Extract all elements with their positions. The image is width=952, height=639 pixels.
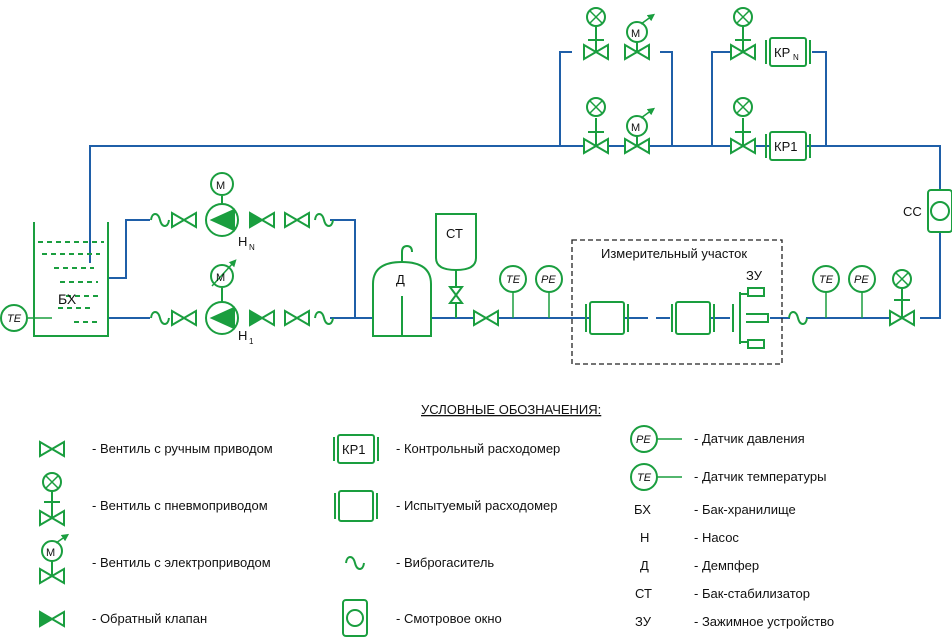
legend-abbr-damper-symbol: Д <box>640 558 649 573</box>
legend-vibration-damper: - Виброгаситель <box>345 555 494 570</box>
legend-manual-valve: - Вентиль с ручным приводом <box>39 441 273 457</box>
return-temperature-sensor-label: TE <box>819 274 834 286</box>
damper-label: Д <box>396 272 405 287</box>
electric-valve-motor-bottom: M <box>631 122 640 134</box>
electric-valve-branch-top: M <box>583 7 656 60</box>
main-pressure-sensor-label: PE <box>541 274 556 286</box>
legend-abbr-clamp-symbol: ЗУ <box>635 614 652 629</box>
legend-control-flowmeter-symbol: КР1 <box>342 442 365 457</box>
legend-tested-flowmeter-text: - Испытуемый расходомер <box>396 498 557 513</box>
stabilizer-label: СТ <box>446 226 463 241</box>
legend-abbr-tank: БХ - Бак-хранилище <box>634 502 796 517</box>
control-flowmeter-1-label: КР1 <box>774 139 797 154</box>
legend-abbr-damper-text: - Демпфер <box>694 558 759 573</box>
electric-valve-branch-bottom: M <box>583 97 656 154</box>
legend-abbr-pump: Н - Насос <box>640 530 739 545</box>
measuring-section: Измерительный участок ЗУ <box>571 239 783 365</box>
legend-tested-flowmeter: - Испытуемый расходомер <box>334 490 557 522</box>
clamp-label: ЗУ <box>746 268 763 283</box>
tank-temperature-sensor-label: TE <box>7 313 22 325</box>
legend-temperature-sensor: TE - Датчик температуры <box>630 463 826 491</box>
stabilizer-tank: СТ <box>435 213 477 318</box>
legend-abbr-pump-text: - Насос <box>694 530 739 545</box>
control-flowmeter-branch-n: КР N <box>730 7 811 67</box>
legend-abbr-stabilizer-symbol: СТ <box>635 586 652 601</box>
pulsation-damper: Д <box>372 244 432 337</box>
pump-line-n: M Н N <box>150 172 334 252</box>
legend-sight-window-text: - Смотровое окно <box>396 611 502 626</box>
legend-control-flowmeter-text: - Контрольный расходомер <box>396 441 560 456</box>
pump-1-label: Н <box>238 328 247 343</box>
pump-n-motor-label: M <box>216 180 225 192</box>
legend-temperature-sensor-text: - Датчик температуры <box>694 469 826 484</box>
sight-glass: СС <box>903 189 952 233</box>
legend-abbr-stabilizer-text: - Бак-стабилизатор <box>694 586 810 601</box>
legend-abbr-stabilizer: СТ - Бак-стабилизатор <box>635 586 810 601</box>
legend-control-flowmeter: КР1 - Контрольный расходомер <box>333 434 560 464</box>
legend-vibration-damper-text: - Виброгаситель <box>396 555 494 570</box>
storage-tank: БХ TE <box>0 222 109 337</box>
piping <box>89 51 941 319</box>
legend-pneumatic-valve: - Вентиль с пневмоприводом <box>39 472 268 526</box>
legend-abbr-clamp: ЗУ - Зажимное устройство <box>635 614 834 629</box>
pump-line-1: M Н 1 <box>150 259 334 346</box>
sight-glass-label: СС <box>903 204 922 219</box>
pump-1-motor-label: M <box>216 272 225 284</box>
legend-electric-valve-text: - Вентиль с электроприводом <box>92 555 271 570</box>
legend-manual-valve-text: - Вентиль с ручным приводом <box>92 441 273 456</box>
pump-n-sub: N <box>249 243 255 252</box>
pump-n-label: Н <box>238 234 247 249</box>
legend-pressure-sensor: PE - Датчик давления <box>630 425 805 453</box>
pump-1-sub: 1 <box>249 337 254 346</box>
main-line-sensors: TE PE <box>499 265 563 318</box>
legend-check-valve: - Обратный клапан <box>39 611 207 627</box>
return-pressure-sensor-label: PE <box>854 274 869 286</box>
control-flowmeter-n-label: КР <box>774 45 790 60</box>
legend-abbr-clamp-text: - Зажимное устройство <box>694 614 834 629</box>
legend-abbr-pump-symbol: Н <box>640 530 649 545</box>
legend: УСЛОВНЫЕ ОБОЗНАЧЕНИЯ: - Вентиль с ручным… <box>39 402 834 637</box>
tank-label: БХ <box>58 291 77 307</box>
legend-pneumatic-valve-text: - Вентиль с пневмоприводом <box>92 498 268 513</box>
legend-sight-window: - Смотровое окно <box>342 599 502 637</box>
return-line-sensors: TE PE <box>812 265 915 326</box>
legend-abbr-tank-symbol: БХ <box>634 502 651 517</box>
legend-electric-valve-motor: M <box>46 547 55 559</box>
control-flowmeter-branch-1: КР1 <box>730 97 811 161</box>
legend-abbr-tank-text: - Бак-хранилище <box>694 502 796 517</box>
legend-abbr-damper: Д - Демпфер <box>640 558 759 573</box>
legend-check-valve-text: - Обратный клапан <box>92 611 207 626</box>
legend-title: УСЛОВНЫЕ ОБОЗНАЧЕНИЯ: <box>421 402 601 417</box>
legend-electric-valve: M - Вентиль с электроприводом <box>39 533 271 584</box>
main-temperature-sensor-label: TE <box>506 274 521 286</box>
legend-temperature-sensor-symbol: TE <box>637 472 652 484</box>
control-flowmeter-n-sub: N <box>793 53 799 62</box>
legend-pressure-sensor-symbol: PE <box>636 434 651 446</box>
legend-pressure-sensor-text: - Датчик давления <box>694 431 805 446</box>
electric-valve-motor-top: M <box>631 28 640 40</box>
measuring-section-label: Измерительный участок <box>601 246 747 261</box>
